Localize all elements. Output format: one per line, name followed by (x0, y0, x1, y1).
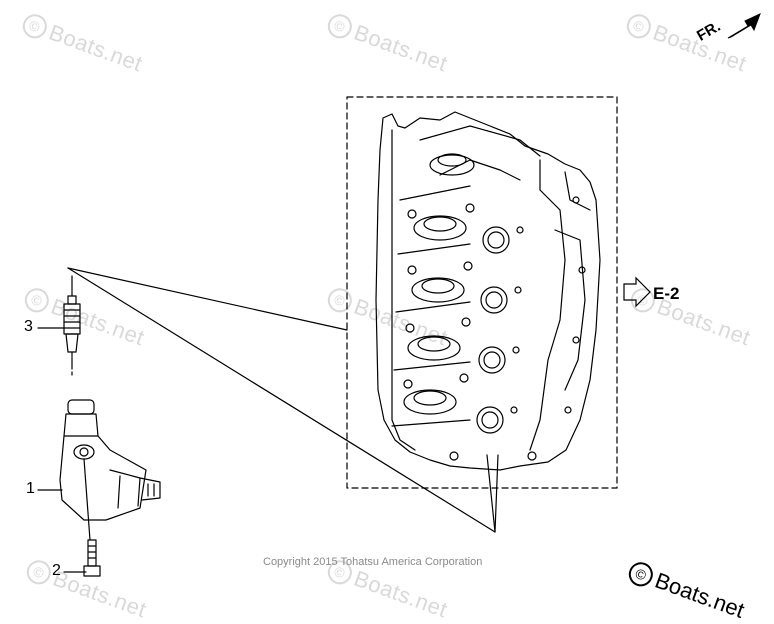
line-drawing (37, 13, 761, 577)
leader-line (67, 267, 348, 331)
spark-plug (63, 275, 81, 379)
callout-1: 1 (26, 480, 35, 497)
assembly-frame (346, 96, 618, 489)
ignition-coil (59, 399, 161, 541)
reference-label: E-2 (653, 284, 680, 303)
copyright-notice: Copyright 2015 Tohatsu America Corporati… (263, 556, 483, 568)
leader-line (67, 267, 496, 533)
coil-bolt (83, 539, 101, 577)
reference-arrow-icon (623, 276, 651, 308)
leader-line (494, 454, 499, 533)
parts-diagram: ©Boats.net ©Boats.net ©Boats.net ©Boats.… (19, 10, 761, 623)
cylinder-head (375, 111, 601, 471)
callout-3: 3 (24, 318, 33, 335)
callout-2: 2 (52, 562, 61, 579)
forward-arrow-icon (727, 13, 761, 39)
leader-line (486, 454, 496, 533)
